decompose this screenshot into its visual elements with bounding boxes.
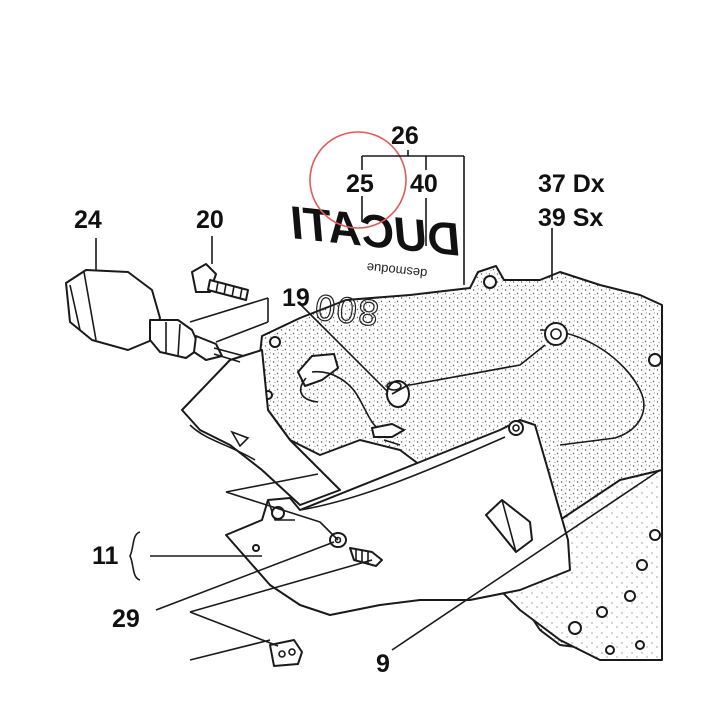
- callout-24: 24: [74, 206, 102, 234]
- grommet-19: [386, 380, 410, 408]
- callout-37: 37 Dx: [538, 170, 605, 198]
- callout-29: 29: [112, 605, 140, 633]
- side-cover-panel: [225, 419, 571, 616]
- highlight-circle: [309, 131, 407, 229]
- callout-40: 40: [410, 170, 438, 198]
- leader-lines: [95, 150, 661, 661]
- clip-fastener: [269, 639, 303, 667]
- mounting-bracket: [181, 349, 341, 506]
- decal-sub-text: desmodue: [366, 260, 428, 281]
- callout-19: 19: [282, 284, 310, 312]
- callout-39: 39 Sx: [538, 204, 603, 232]
- decal-model-text: 800: [313, 286, 382, 333]
- case-boss-hole: [544, 322, 568, 346]
- callout-25: 25: [346, 170, 374, 198]
- decal-brand-text: DUCATI: [287, 196, 463, 266]
- callout-labels: 26 25 40 37 Dx 39 Sx 24 20 19 11 29 9: [74, 122, 605, 678]
- screw-20: [191, 263, 249, 301]
- callout-9: 9: [376, 650, 390, 678]
- sensor-wire-connector: [297, 353, 410, 446]
- callout-26: 26: [391, 122, 419, 150]
- rubber-boot-24: [65, 269, 245, 363]
- callout-20: 20: [196, 206, 224, 234]
- callout-11: 11: [92, 542, 119, 570]
